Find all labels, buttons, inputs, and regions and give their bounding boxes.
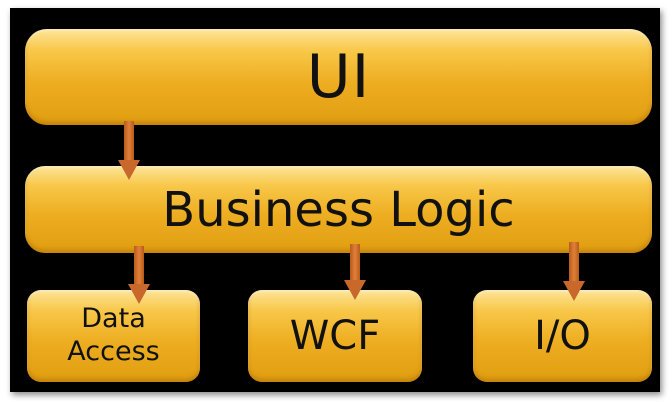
wcf-layer-label: WCF [289,313,381,359]
wcf-layer-box: WCF [248,290,422,382]
ui-layer-box: UI [25,29,652,125]
business-logic-layer-label: Business Logic [162,181,515,238]
io-layer-label: I/O [534,313,591,359]
business-logic-layer-box: Business Logic [25,166,652,253]
architecture-diagram: UI Business Logic Data Access WCF I/O [10,8,660,392]
ui-layer-label: UI [306,42,371,112]
data-access-layer-label: Data Access [67,303,160,367]
data-access-layer-box: Data Access [27,290,200,382]
io-layer-box: I/O [473,290,652,382]
